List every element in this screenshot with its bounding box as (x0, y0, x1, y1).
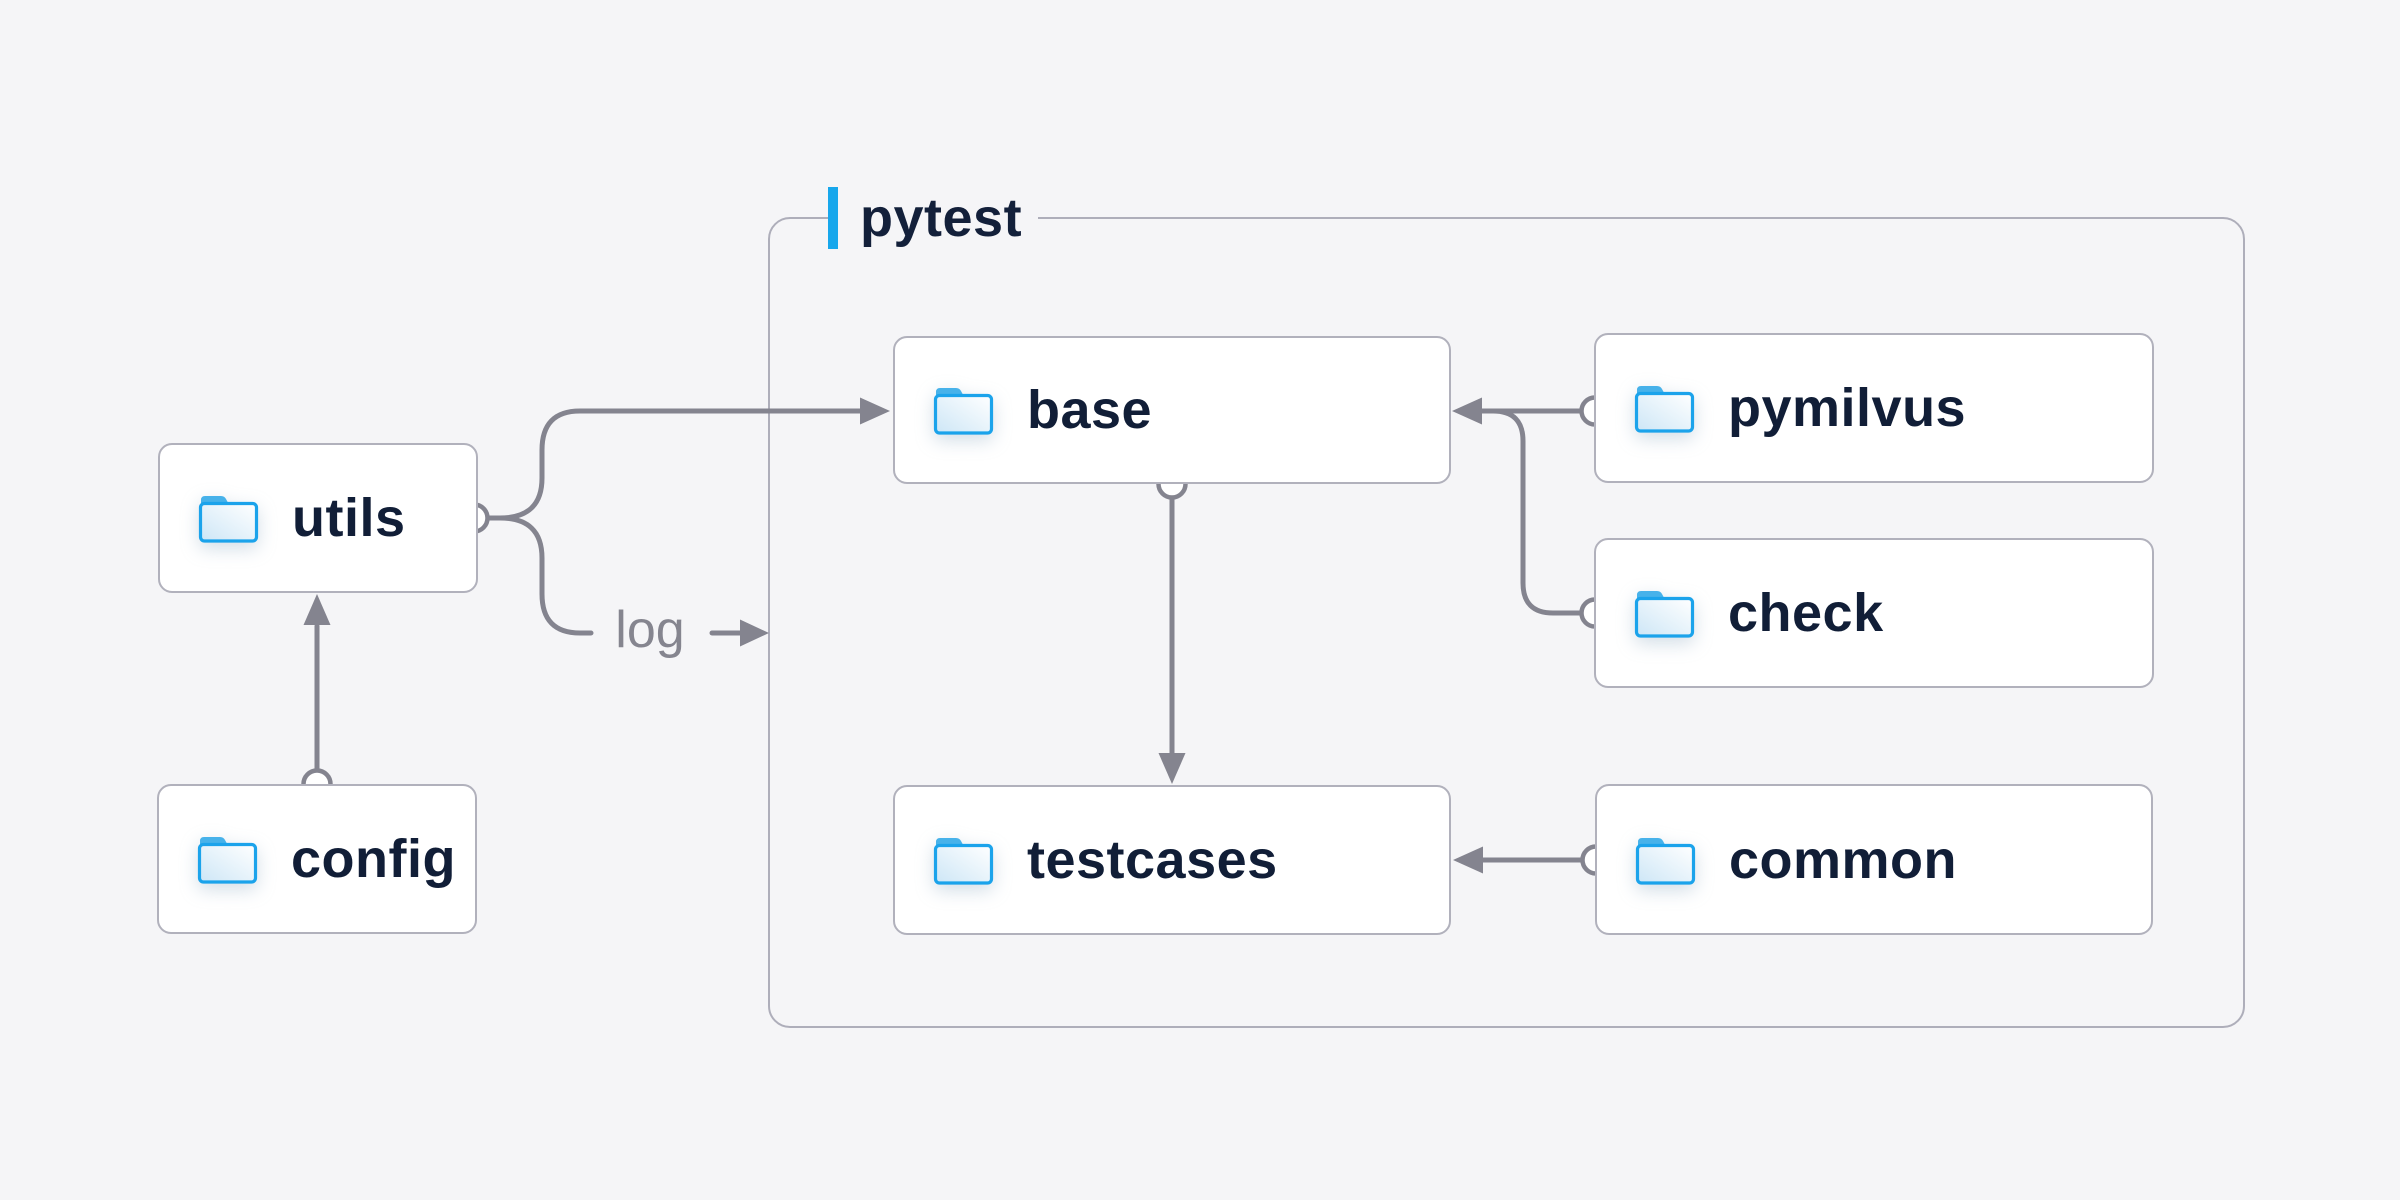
node-label: testcases (1027, 830, 1278, 890)
folder-icon (197, 837, 258, 884)
accent-bar (828, 187, 838, 249)
node-config: config (157, 784, 477, 934)
node-label: config (291, 829, 456, 889)
node-label: common (1729, 829, 1958, 890)
folder-icon (198, 496, 259, 543)
node-check: check (1594, 538, 2154, 688)
pytest-group-label: pytest (828, 186, 1039, 250)
node-utils: utils (158, 443, 478, 593)
node-label: base (1027, 380, 1153, 440)
folder-icon (933, 838, 994, 885)
edge-label-log: log (615, 600, 685, 659)
edge-config-utils (301, 594, 333, 800)
folder-icon (1634, 386, 1695, 433)
node-base: base (893, 336, 1451, 484)
node-label: utils (292, 488, 406, 548)
folder-icon (1634, 591, 1695, 638)
pytest-group-container: pytest (768, 186, 2245, 1028)
folder-icon (1635, 837, 1696, 885)
node-testcases: testcases (893, 785, 1451, 935)
node-common: common (1595, 784, 2153, 935)
node-label: check (1728, 583, 1884, 643)
node-pymilvus: pymilvus (1594, 333, 2154, 483)
folder-icon (933, 388, 994, 435)
group-title: pytest (860, 188, 1023, 248)
node-label: pymilvus (1728, 378, 1967, 438)
